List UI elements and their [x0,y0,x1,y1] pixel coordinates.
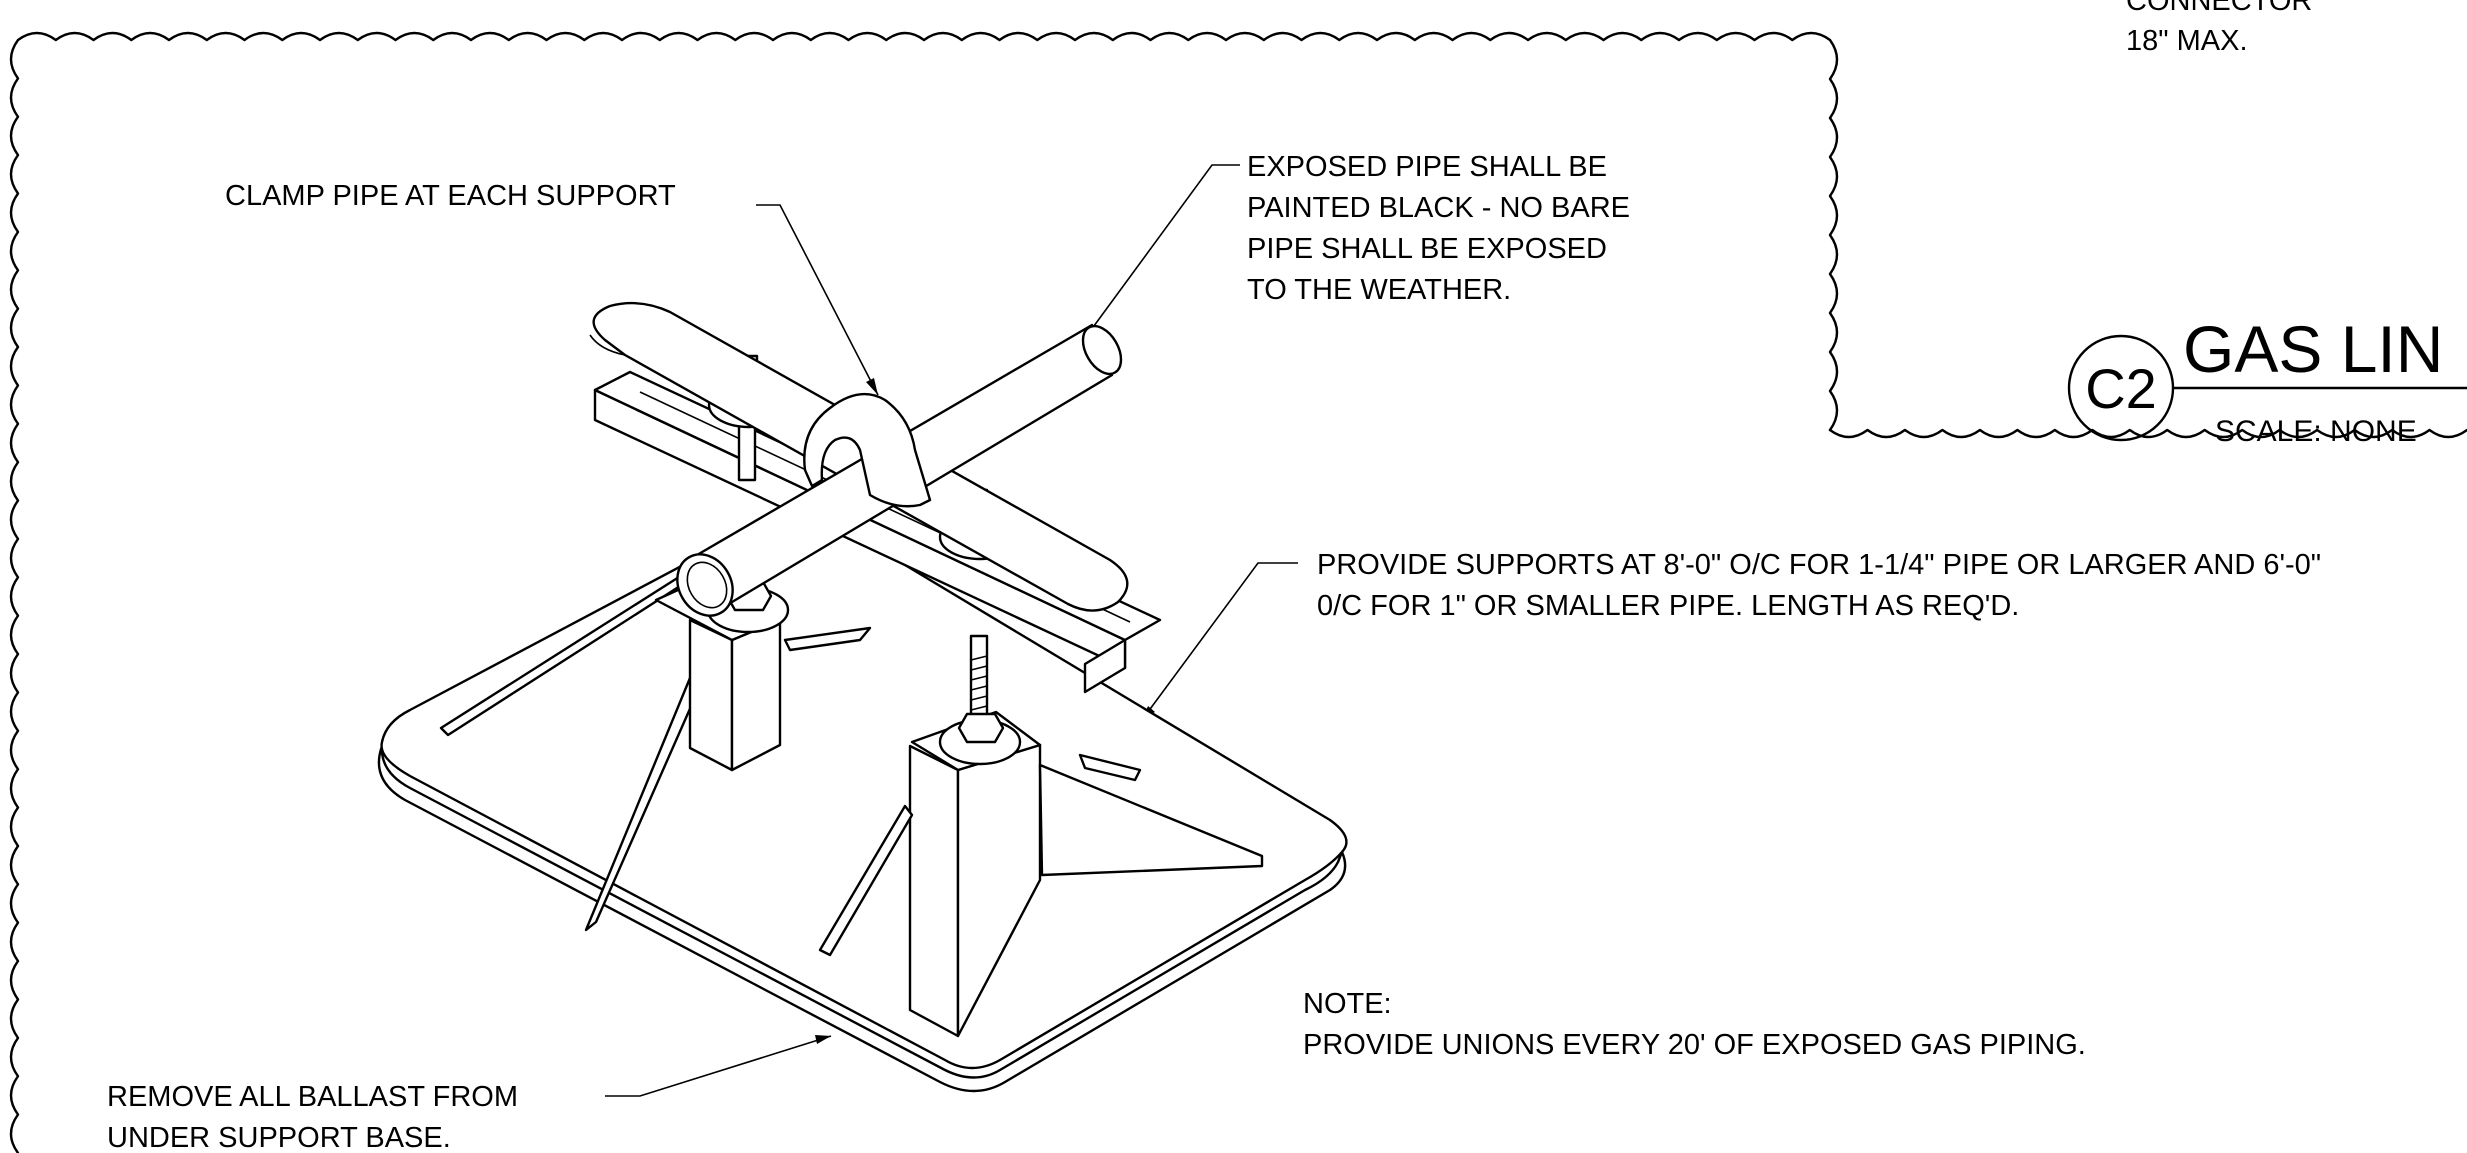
leader-clamp [756,204,879,396]
callout-ballast-line1: REMOVE ALL BALLAST FROM [107,1081,518,1113]
leader-supports [1141,562,1298,721]
callout-exposed-line2: PAINTED BLACK - NO BARE [1247,192,1630,224]
base-plate [380,510,1348,1070]
pipe-support-illustration [377,301,1348,1093]
callout-exposed-line3: PIPE SHALL BE EXPOSED [1247,233,1607,265]
revision-cloud-main [9,31,1839,1153]
nut-lower-right [938,712,1022,766]
callout-supports-line2: 0/C FOR 1" OR SMALLER PIPE. LENGTH AS RE… [1317,590,2019,622]
detail-title: GAS LIN [2183,312,2443,386]
revision-cloud-right [1828,428,2467,439]
note-text: PROVIDE UNIONS EVERY 20' OF EXPOSED GAS … [1303,1029,2086,1061]
detail-scale: SCALE: NONE [2215,415,2417,448]
partial-note-line2: 18" MAX. [2126,25,2248,57]
leader-ballast [605,1035,832,1097]
note-heading: NOTE: [1303,988,1392,1020]
callout-clamp: CLAMP PIPE AT EACH SUPPORT [225,180,676,212]
pipe-strap [803,392,932,508]
callout-exposed-line4: TO THE WEATHER. [1247,274,1511,306]
pipe-end-far [1081,324,1123,376]
callout-ballast-line2: UNDER SUPPORT BASE. [107,1122,451,1153]
callout-exposed-line1: EXPOSED PIPE SHALL BE [1247,151,1607,183]
callout-supports-line1: PROVIDE SUPPORTS AT 8'-0" O/C FOR 1-1/4"… [1317,549,2321,581]
detail-tag: C2 GAS LIN SCALE: NONE [2067,312,2467,448]
partial-note-line1: CONNECTOR [2126,0,2312,17]
leader-exposed [1079,164,1240,346]
detail-tag-id: C2 [2085,357,2157,420]
